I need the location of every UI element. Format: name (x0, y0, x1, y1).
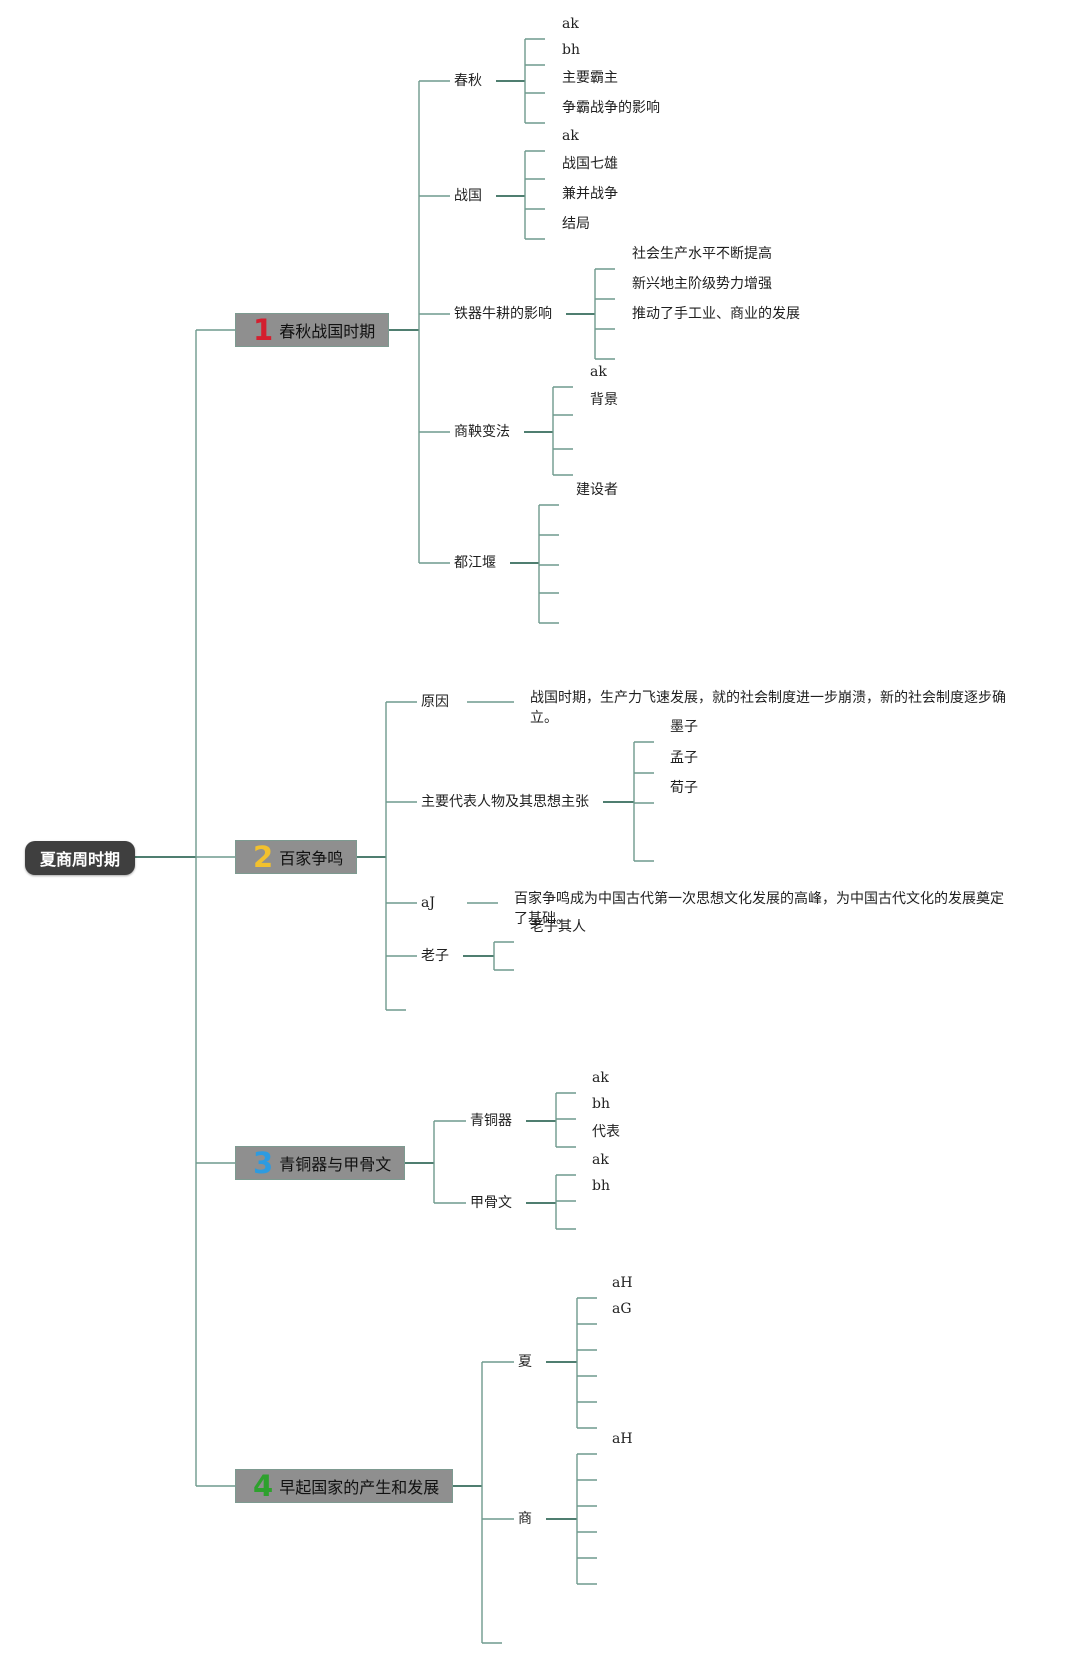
topic-node[interactable]: 战国 (454, 188, 482, 204)
leaf-item[interactable]: aH (612, 1431, 633, 1447)
leaf-item[interactable]: 建设者 (576, 482, 618, 498)
leaf-item[interactable]: bh (592, 1096, 610, 1112)
topic-node[interactable]: 商鞅变法 (454, 424, 510, 440)
topic-node[interactable]: aJ (421, 895, 435, 911)
branch-number: 3 (253, 1145, 274, 1180)
topic-node[interactable]: 青铜器 (470, 1113, 512, 1129)
leaf-item[interactable]: ak (562, 128, 579, 144)
leaf-item[interactable]: 推动了手工业、商业的发展 (632, 306, 800, 322)
leaf-item[interactable]: bh (562, 42, 580, 58)
leaf-item[interactable]: aH (612, 1275, 633, 1291)
leaf-item[interactable]: ak (592, 1152, 609, 1168)
branch-node-1[interactable]: 1 春秋战国时期 (235, 313, 389, 347)
leaf-item[interactable]: 争霸战争的影响 (562, 100, 660, 116)
leaf-item[interactable]: 代表 (592, 1124, 620, 1140)
leaf-item[interactable]: 结局 (562, 216, 590, 232)
leaf-item[interactable]: ak (590, 364, 607, 380)
branch-label: 早起国家的产生和发展 (279, 1478, 440, 1497)
topic-node[interactable]: 原因 (421, 694, 449, 710)
leaf-item[interactable]: ak (592, 1070, 609, 1086)
leaf-text: 战国时期，生产力飞速发展，就的社会制度进一步崩溃，新的社会制度逐步确立。 (530, 690, 1006, 726)
leaf-item[interactable]: 社会生产水平不断提高 (632, 246, 772, 262)
topic-node[interactable]: 老子 (421, 948, 449, 964)
topic-node[interactable]: 主要代表人物及其思想主张 (421, 794, 589, 810)
branch-number: 2 (253, 839, 274, 874)
topic-node[interactable]: 商 (518, 1511, 532, 1527)
leaf-item[interactable]: 新兴地主阶级势力增强 (632, 276, 772, 292)
branch-number: 4 (253, 1468, 274, 1503)
branch-label: 百家争鸣 (279, 849, 344, 868)
branch-node-2[interactable]: 2 百家争鸣 (235, 840, 357, 874)
topic-node[interactable]: 甲骨文 (470, 1195, 512, 1211)
leaf-item[interactable]: 背景 (590, 392, 618, 408)
root-node[interactable]: 夏商周时期 (25, 841, 135, 875)
topic-node[interactable]: 夏 (518, 1354, 532, 1370)
branch-node-3[interactable]: 3 青铜器与甲骨文 (235, 1146, 405, 1180)
leaf-item[interactable]: 孟子 (670, 750, 698, 766)
leaf-item[interactable]: 主要霸主 (562, 70, 618, 86)
branch-label: 春秋战国时期 (279, 322, 376, 341)
leaf-item[interactable]: ak (562, 16, 579, 32)
leaf-item[interactable]: 兼并战争 (562, 186, 618, 202)
topic-node[interactable]: 铁器牛耕的影响 (454, 306, 552, 322)
leaf-item[interactable]: 荀子 (670, 780, 698, 796)
leaf-item[interactable]: 战国七雄 (562, 156, 618, 172)
leaf-item[interactable]: bh (592, 1178, 610, 1194)
leaf-text: 百家争鸣成为中国古代第一次思想文化发展的高峰，为中国古代文化的发展奠定了基础。 (514, 891, 1004, 927)
leaf-item[interactable]: 墨子 (670, 719, 698, 735)
topic-node[interactable]: 春秋 (454, 73, 482, 89)
leaf-item[interactable]: aG (612, 1301, 632, 1317)
topic-node[interactable]: 都江堰 (454, 555, 496, 571)
branch-node-4[interactable]: 4 早起国家的产生和发展 (235, 1469, 453, 1503)
leaf-item[interactable]: 老子其人 (530, 919, 586, 935)
branch-label: 青铜器与甲骨文 (279, 1155, 392, 1174)
branch-number: 1 (253, 312, 274, 347)
